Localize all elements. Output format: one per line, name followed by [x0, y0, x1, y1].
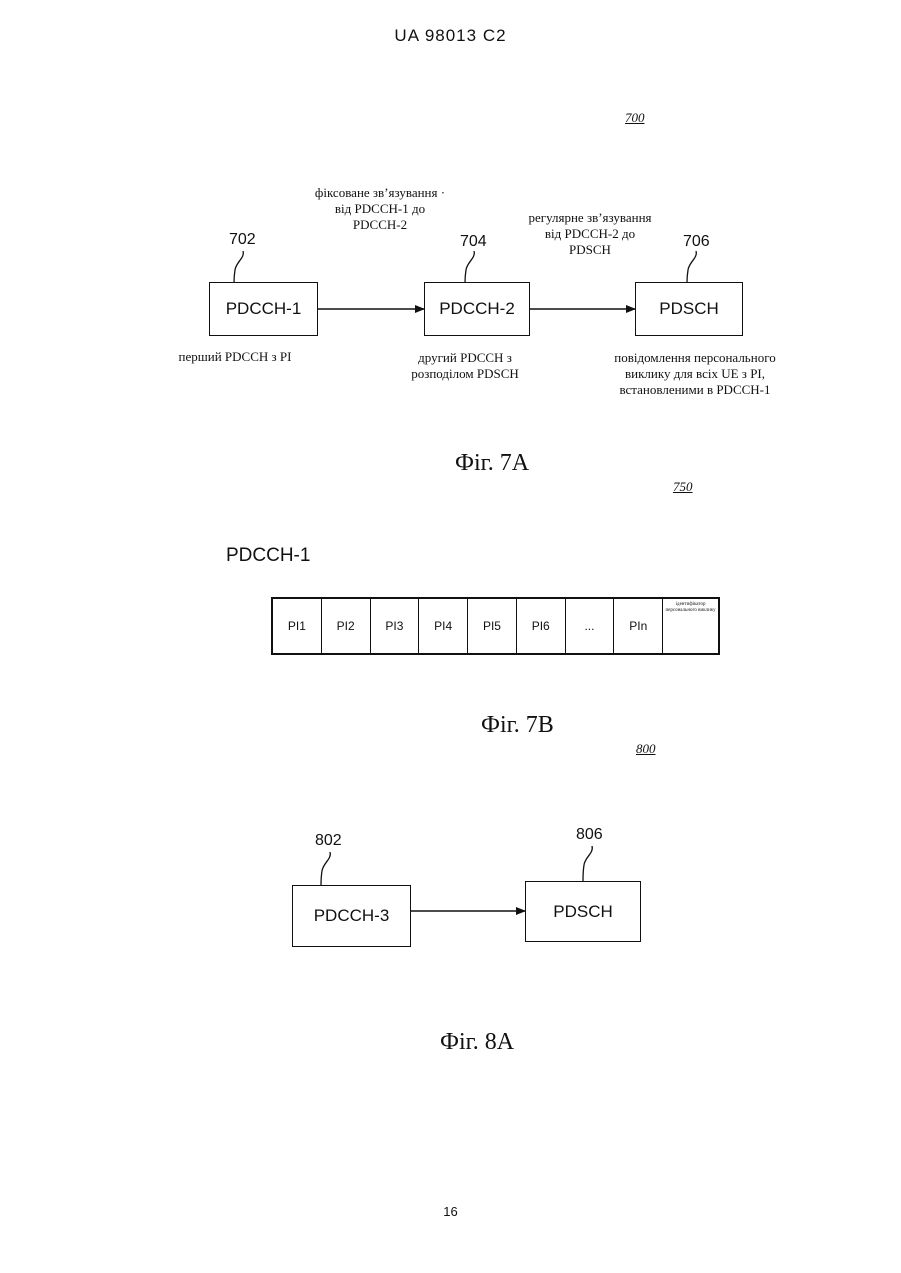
ref-802: 802 — [315, 832, 342, 850]
pi-cell: PI3 — [371, 599, 420, 653]
fig7a-caption: Фіг. 7А — [455, 450, 529, 477]
box-pdsch-8a: PDSCH — [525, 881, 641, 942]
pi-cell: PI5 — [468, 599, 517, 653]
pi-cell: PI6 — [517, 599, 566, 653]
ref-704: 704 — [460, 233, 487, 251]
fig7a-reference: 700 — [625, 110, 645, 126]
pi-cell: PI4 — [419, 599, 468, 653]
leader-802 — [321, 852, 330, 886]
ref-706: 706 — [683, 233, 710, 251]
pi-cell: PI2 — [322, 599, 371, 653]
box-pdcch-2: PDCCH-2 — [424, 282, 530, 336]
box-pdsch: PDSCH — [635, 282, 743, 336]
desc-first-pdcch: перший PDCCH з PI — [145, 349, 325, 365]
fig8a-reference: 800 — [636, 741, 656, 757]
desc-paging-message: повідомлення персонального виклику для в… — [585, 350, 805, 398]
paging-identifier-cell: ідентифікатор персонального виклику — [663, 599, 718, 653]
ref-702: 702 — [229, 231, 256, 249]
fixed-binding-label: фіксоване зв’язування · від PDCCH-1 до P… — [280, 185, 480, 233]
pi-cell-ellipsis: ... — [566, 599, 615, 653]
fig8a-caption: Фіг. 8А — [440, 1029, 514, 1056]
leader-704 — [465, 251, 474, 283]
pi-cell: PI1 — [273, 599, 322, 653]
ref-806: 806 — [576, 826, 603, 844]
fig7b-caption: Фіг. 7В — [481, 712, 554, 739]
fig7b-reference: 750 — [673, 479, 693, 495]
pi-field-row: PI1 PI2 PI3 PI4 PI5 PI6 ... PIn ідентифі… — [271, 597, 720, 655]
pi-cell: PIn — [614, 599, 663, 653]
fig7b-title: PDCCH-1 — [226, 545, 310, 567]
page-number: 16 — [0, 1204, 901, 1219]
box-pdcch-1: PDCCH-1 — [209, 282, 318, 336]
leader-806 — [583, 846, 592, 881]
desc-second-pdcch: другий PDCCH з розподілом PDSCH — [380, 350, 550, 382]
leader-702 — [234, 251, 243, 283]
regular-binding-label: регулярне зв’язування від PDCCH-2 до PDS… — [490, 210, 690, 258]
box-pdcch-3: PDCCH-3 — [292, 885, 411, 947]
